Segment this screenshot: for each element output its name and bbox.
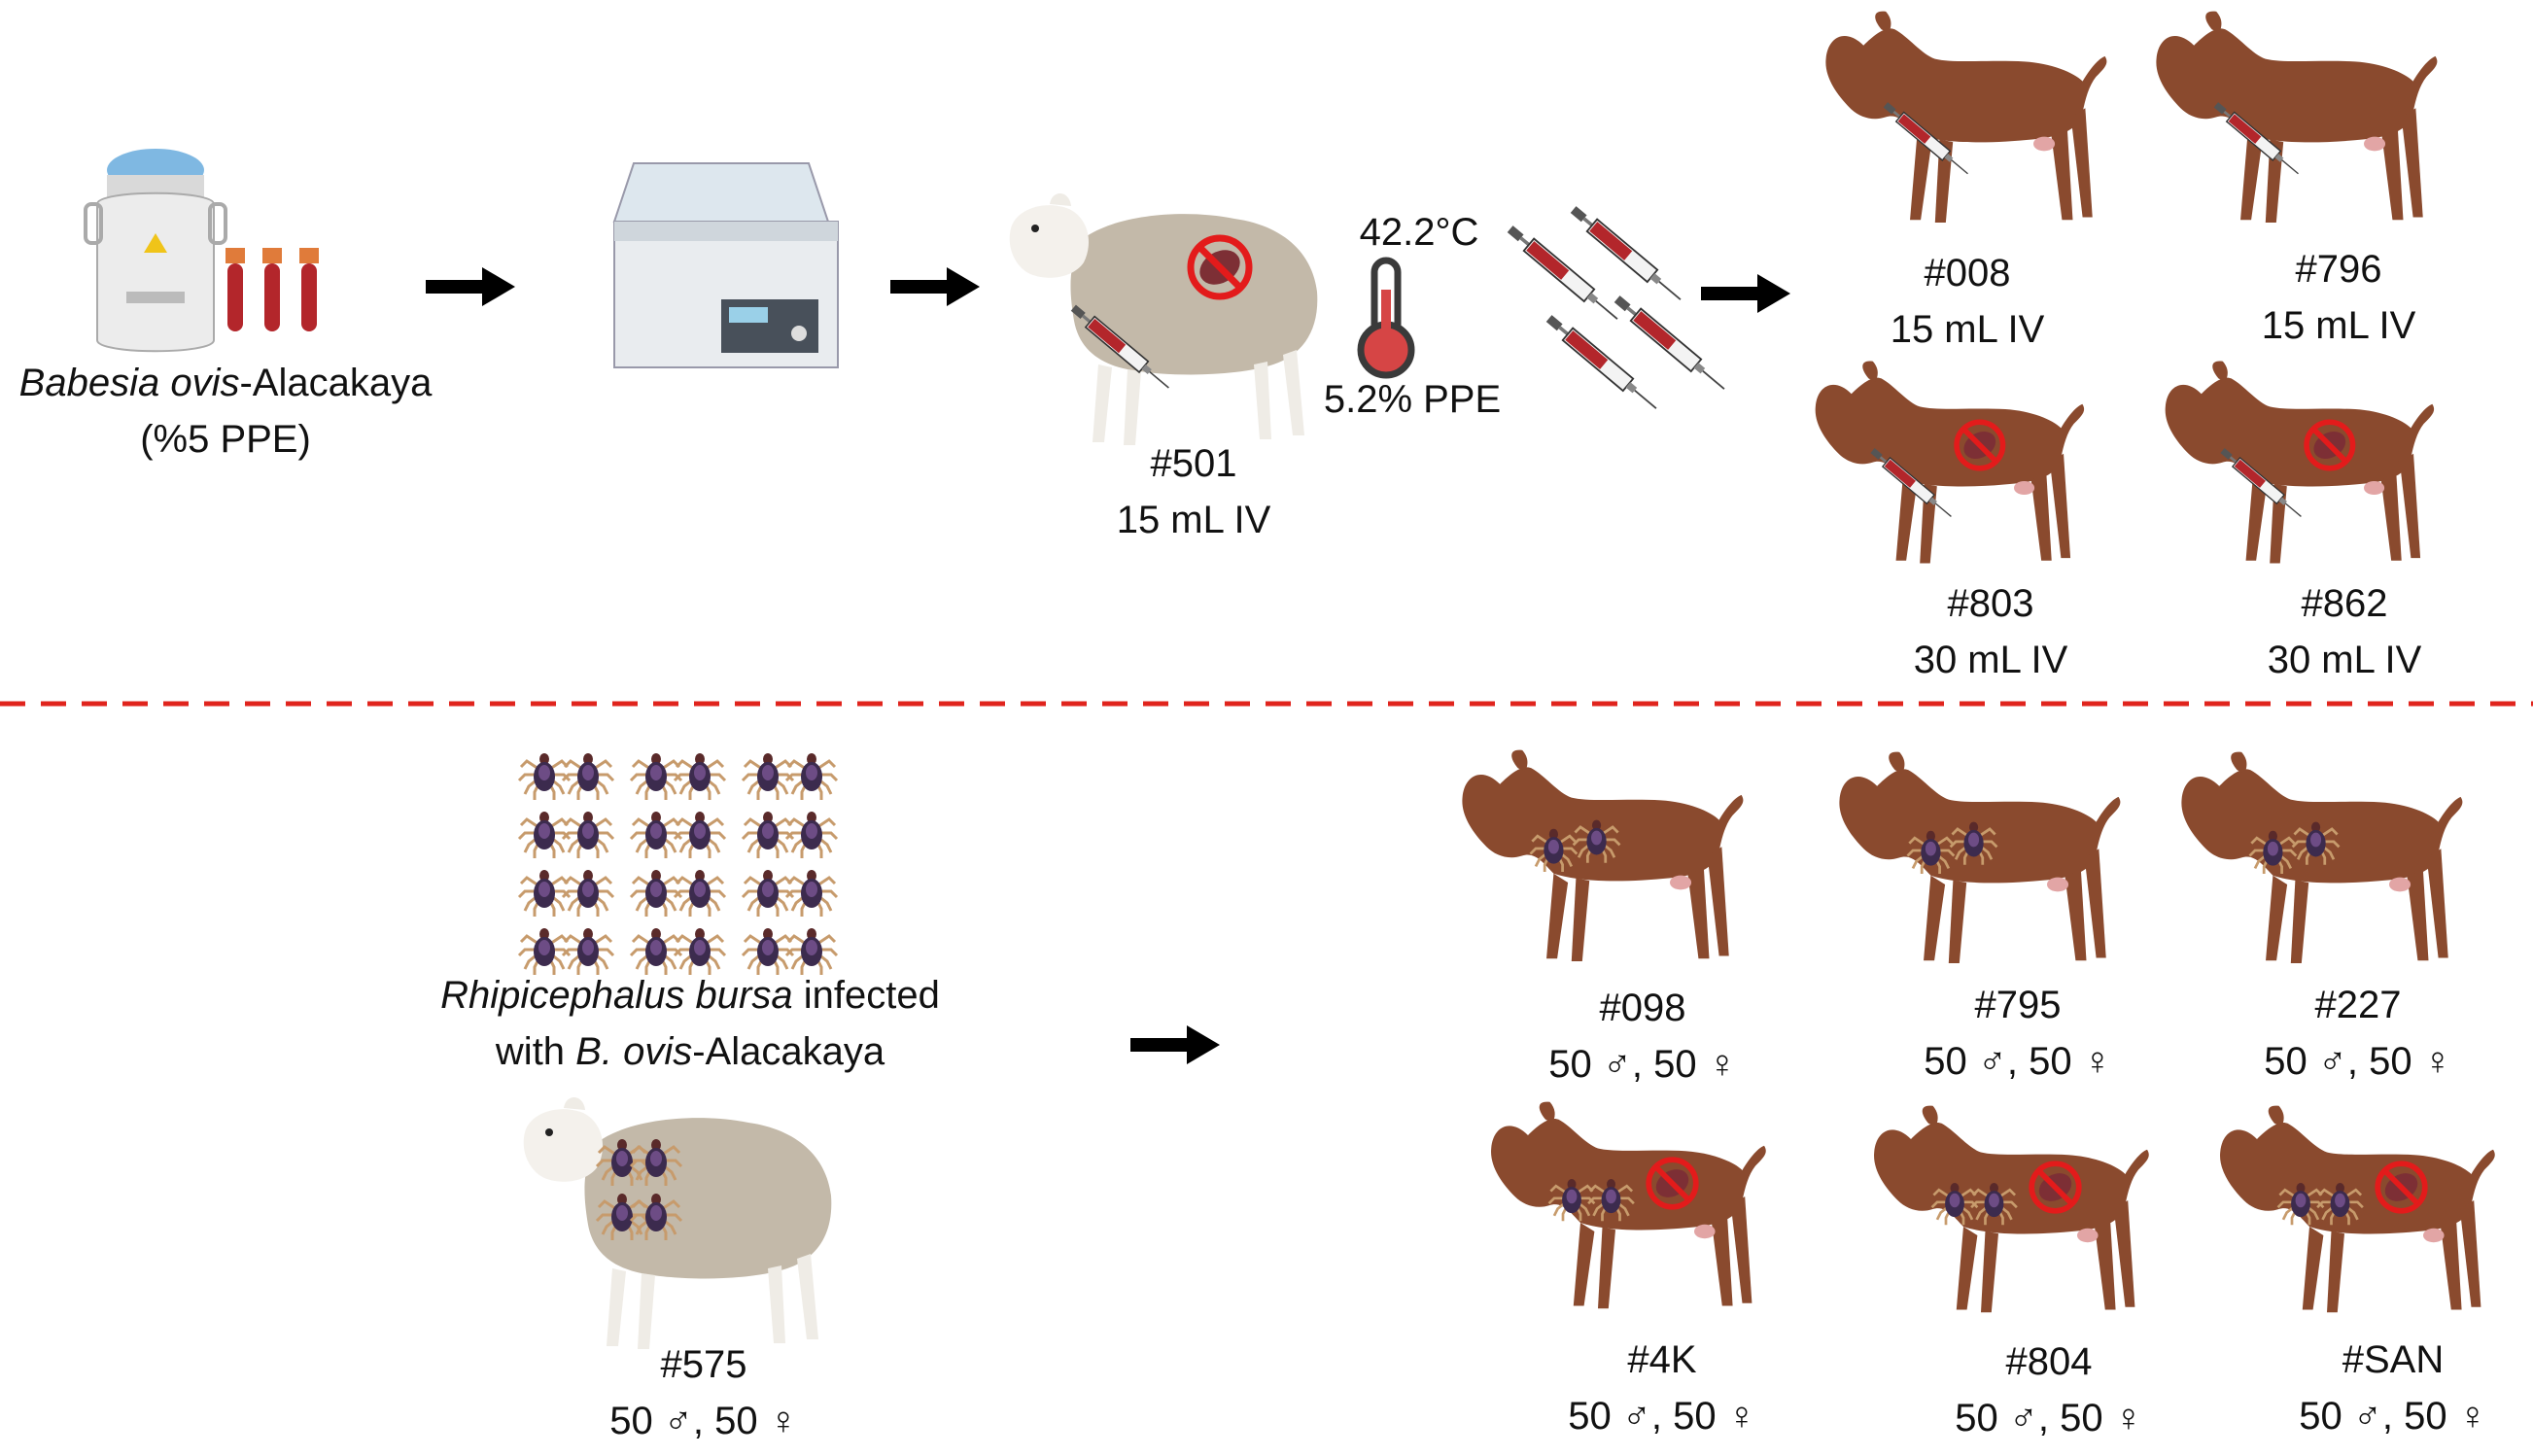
nitrogen-tank-icon xyxy=(84,149,227,353)
goat-id: #803 xyxy=(1947,582,2034,625)
goat-796-icon xyxy=(2156,11,2438,223)
tick-sheep-icon xyxy=(523,1096,832,1349)
donor-sheep-dose: 15 mL IV xyxy=(1116,499,1271,541)
goat-862-icon xyxy=(2165,361,2435,564)
sheep-ticks: 50 ♂, 50 ♀ xyxy=(609,1400,798,1442)
goat-804-icon xyxy=(1874,1105,2149,1313)
tick-label-text: infected xyxy=(792,974,940,1017)
goat-ticks: 50 ♂, 50 ♀ xyxy=(1548,1043,1737,1086)
tick-species: Rhipicephalus bursa xyxy=(440,974,793,1017)
goat-008-icon xyxy=(1825,11,2107,223)
goat-227-label: #227 50 ♂, 50 ♀ xyxy=(2264,977,2451,1090)
goat-803-label: #803 30 mL IV xyxy=(1914,575,2068,688)
parasite-species: B. ovis xyxy=(575,1030,693,1073)
goat-dose: 30 mL IV xyxy=(1913,639,2068,681)
goat-4k-label: #4K 50 ♂, 50 ♀ xyxy=(1568,1332,1755,1444)
goat-795-icon xyxy=(1839,751,2121,963)
goat-796-label: #796 15 mL IV xyxy=(2262,241,2416,354)
stock-ppe: (%5 PPE) xyxy=(140,418,311,461)
goat-dose: 15 mL IV xyxy=(2261,304,2416,347)
goat-862-label: #862 30 mL IV xyxy=(2268,575,2422,688)
goat-795-label: #795 50 ♂, 50 ♀ xyxy=(1924,977,2111,1090)
arrow-icon xyxy=(426,267,515,306)
donor-sheep-icon xyxy=(1009,192,1318,445)
goat-id: #804 xyxy=(2005,1340,2093,1383)
tick-label-text: with xyxy=(495,1030,576,1073)
goat-ticks: 50 ♂, 50 ♀ xyxy=(2299,1395,2487,1438)
goat-id: #862 xyxy=(2301,582,2388,625)
strain-name: -Alacakaya xyxy=(239,362,433,404)
water-bath-icon xyxy=(612,162,839,368)
stock-label: Babesia ovis-Alacakaya (%5 PPE) xyxy=(19,355,433,468)
sheep-id: #575 xyxy=(660,1343,747,1386)
goat-dose: 30 mL IV xyxy=(2267,639,2422,681)
arrow-icon xyxy=(1130,1025,1220,1064)
goat-san-label: #SAN 50 ♂, 50 ♀ xyxy=(2299,1332,2486,1444)
donor-sheep-label: #501 15 mL IV xyxy=(1117,435,1271,548)
goat-804-label: #804 50 ♂, 50 ♀ xyxy=(1955,1334,2142,1446)
goat-dose: 15 mL IV xyxy=(1890,308,2045,351)
goat-803-icon xyxy=(1815,361,2085,564)
tick-label-text: -Alacakaya xyxy=(692,1030,885,1073)
donor-temp: 42.2°C xyxy=(1359,211,1479,254)
goat-id: #SAN xyxy=(2342,1338,2445,1381)
thermometer-icon xyxy=(1357,257,1415,379)
donor-ppe: 5.2% PPE xyxy=(1323,378,1502,421)
donor-sheep-id: #501 xyxy=(1150,442,1237,485)
tick-label: Rhipicephalus bursa infected with B. ovi… xyxy=(440,967,940,1080)
arrow-icon xyxy=(1701,274,1790,313)
goat-008-label: #008 15 mL IV xyxy=(1891,245,2045,358)
tick-sheep-label: #575 50 ♂, 50 ♀ xyxy=(609,1336,797,1449)
goat-san-icon xyxy=(2220,1105,2495,1313)
blood-tubes-icon xyxy=(226,248,319,331)
goat-id: #227 xyxy=(2314,984,2402,1026)
goat-id: #795 xyxy=(1974,984,2062,1026)
goat-ticks: 50 ♂, 50 ♀ xyxy=(1924,1040,2112,1083)
goat-4k-icon xyxy=(1491,1101,1766,1309)
goat-098-icon xyxy=(1462,749,1744,961)
goat-098-label: #098 50 ♂, 50 ♀ xyxy=(1548,980,1736,1092)
syringes-icon xyxy=(1504,202,1731,416)
species-name: Babesia ovis xyxy=(18,362,240,404)
goat-ticks: 50 ♂, 50 ♀ xyxy=(2264,1040,2452,1083)
goat-227-icon xyxy=(2181,751,2463,963)
goat-id: #008 xyxy=(1924,252,2011,295)
goat-id: #796 xyxy=(2295,248,2382,291)
goat-id: #4K xyxy=(1627,1338,1697,1381)
goat-ticks: 50 ♂, 50 ♀ xyxy=(1955,1397,2143,1439)
goat-id: #098 xyxy=(1599,987,1686,1029)
goat-ticks: 50 ♂, 50 ♀ xyxy=(1568,1395,1756,1438)
arrow-icon xyxy=(890,267,980,306)
tick-group-icon xyxy=(517,751,839,975)
